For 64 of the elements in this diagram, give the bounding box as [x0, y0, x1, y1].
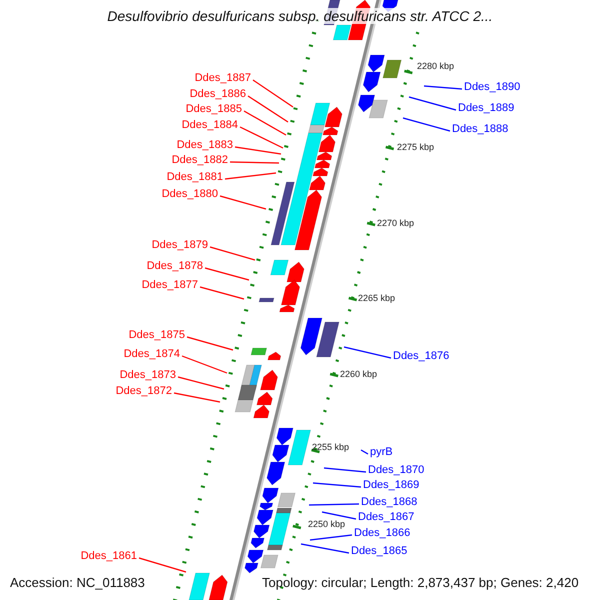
- leader-line: [186, 336, 234, 351]
- gene-label: Ddes_1878: [146, 261, 203, 272]
- leader-line: [234, 146, 282, 155]
- leader-line: [402, 117, 450, 132]
- leader-line: [200, 286, 244, 300]
- gene-label: Ddes_1872: [116, 386, 172, 397]
- leader-line: [310, 534, 352, 541]
- leader-line: [244, 110, 286, 136]
- leader-line: [174, 392, 220, 403]
- leader-line: [324, 467, 366, 473]
- leader-line: [204, 267, 250, 281]
- leader-line: [408, 96, 456, 111]
- gene-label: Ddes_1873: [120, 370, 176, 381]
- leader-line: [424, 85, 462, 90]
- gene-label: Ddes_1867: [358, 512, 414, 523]
- leader-line: [210, 246, 256, 261]
- leader-line: [138, 557, 186, 573]
- leader-line: [322, 511, 356, 520]
- scale-label: 2260 kbp: [340, 370, 378, 379]
- gene-label: Ddes_1866: [354, 528, 410, 539]
- gene-label: Ddes_1888: [452, 124, 508, 135]
- gene-label: Ddes_1883: [176, 140, 233, 151]
- scale-label: 2255 kbp: [312, 443, 350, 452]
- gene-label: Ddes_1889: [458, 103, 514, 114]
- info-text: Topology: circular; Length: 2,873,437 bp; Genes: 2,420: [262, 576, 579, 589]
- leader-line: [360, 449, 368, 455]
- scale-label: 2270 kbp: [377, 219, 414, 228]
- gene-label: Ddes_1890: [464, 82, 520, 93]
- leader-line: [248, 96, 288, 122]
- scale-label: 2250 kbp: [308, 520, 346, 529]
- gene-label: Ddes_1870: [368, 465, 424, 476]
- leader-line: [300, 543, 350, 554]
- scale-label: 2275 kbp: [397, 143, 434, 152]
- leader-line: [230, 161, 280, 164]
- leader-line: [224, 172, 276, 180]
- leader-line: [344, 346, 392, 359]
- info-text: Accession: NC_011883: [10, 576, 145, 589]
- gene-label: Ddes_1875: [128, 330, 185, 341]
- gene-label: Ddes_1869: [363, 480, 420, 491]
- leader-line: [240, 126, 284, 149]
- gene-label: Ddes_1879: [152, 240, 208, 251]
- gene-label: Ddes_1861: [80, 551, 137, 562]
- leader-line: [252, 80, 294, 108]
- leader-line: [178, 376, 224, 390]
- gene-label: Ddes_1884: [182, 120, 238, 131]
- gene-label: Ddes_1882: [172, 155, 228, 166]
- gene-label: pyrB: [370, 447, 393, 458]
- scale-label: 2280 kbp: [417, 62, 454, 71]
- leader-line: [220, 195, 266, 210]
- gene-label: Ddes_1885: [186, 104, 242, 115]
- gene-label: Ddes_1874: [124, 349, 180, 360]
- gene-label: Ddes_1876: [393, 351, 450, 362]
- leader-line: [312, 482, 362, 488]
- gene-label: Ddes_1868: [361, 497, 418, 508]
- leader-line: [182, 355, 228, 374]
- gene-label: Ddes_1886: [190, 89, 246, 100]
- title: Desulfovibrio desulfuricans subsp. desulfuricans str. ATCC 2...: [107, 8, 493, 24]
- gene-label: Ddes_1877: [142, 280, 198, 291]
- gene-label: Ddes_1887: [194, 73, 251, 84]
- leader-line: [308, 503, 360, 506]
- gene-label: Ddes_1881: [166, 172, 223, 183]
- gene-label: Ddes_1865: [351, 546, 408, 557]
- scale-label: 2265 kbp: [358, 294, 396, 303]
- gene-label: Ddes_1880: [162, 189, 218, 200]
